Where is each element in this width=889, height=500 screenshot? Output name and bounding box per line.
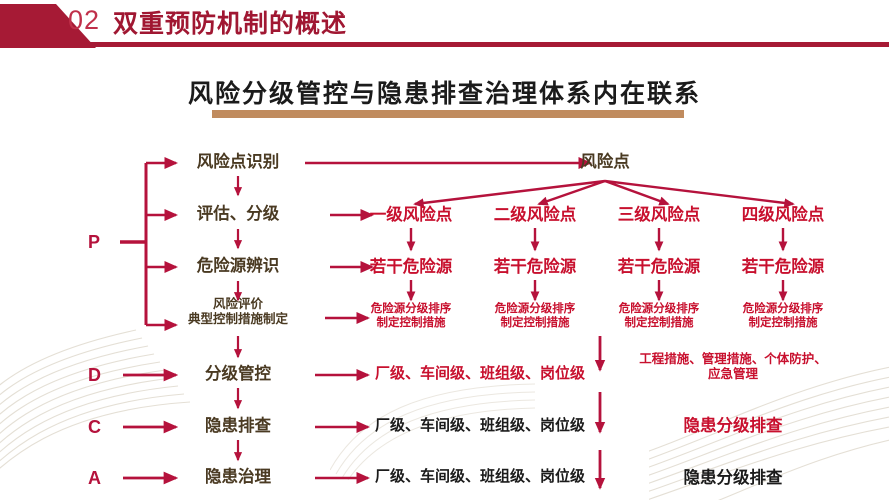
level-3-measures-line2: 制定控制措施	[624, 314, 694, 329]
plan-node-risk-evaluation-line1: 风险评价	[212, 296, 263, 311]
level-1-hazards: 若干危险源	[369, 257, 453, 276]
level-1-measures-line1: 危险源分级排序	[370, 301, 452, 315]
right-note-screening-red: 隐患分级排查	[683, 416, 783, 435]
level-3-risk-point: 三级风险点	[617, 205, 701, 224]
act-node-hazard-treatment: 隐患治理	[205, 467, 271, 486]
levels-row-2: 厂级、车间级、班组级、岗位级	[375, 416, 586, 434]
level-3-hazards: 若干危险源	[617, 257, 701, 276]
check-node-hazard-screening: 隐患排查	[205, 416, 271, 435]
header-accent-shape	[0, 4, 96, 48]
plan-node-risk-point-identification: 风险点识别	[196, 152, 280, 171]
title-underline-bar	[212, 110, 684, 118]
levels-row-3: 厂级、车间级、班组级、岗位级	[375, 467, 586, 485]
level-3-measures: 危险源分级排序 制定控制措施	[598, 301, 720, 329]
level-1-measures: 危险源分级排序 制定控制措施	[350, 301, 472, 329]
plan-node-assessment-grading: 评估、分级	[196, 204, 280, 223]
plan-node-risk-evaluation-line2: 典型控制措施制定	[187, 310, 288, 326]
right-note-measures: 工程措施、管理措施、个体防护、 应急管理	[618, 351, 848, 382]
header-rule	[53, 42, 889, 47]
level-1-risk-point: 一级风险点	[369, 205, 453, 224]
pdca-label-c: C	[88, 417, 101, 437]
level-4-measures: 危险源分级排序 制定控制措施	[722, 301, 844, 329]
level-2-measures: 危险源分级排序 制定控制措施	[474, 301, 596, 329]
level-4-measures-line2: 制定控制措施	[748, 314, 818, 329]
pdca-label-a: A	[88, 468, 101, 488]
plan-node-hazard-identification: 危险源辨识	[196, 256, 280, 275]
header-section-title: 双重预防机制的概述	[113, 9, 348, 38]
plan-node-risk-evaluation: 风险评价 典型控制措施制定	[173, 296, 303, 327]
level-1-measures-line2: 制定控制措施	[376, 314, 446, 329]
level-4-measures-line1: 危险源分级排序	[742, 301, 824, 315]
pdca-label-p: P	[88, 232, 101, 252]
levels-row-1: 厂级、车间级、班组级、岗位级	[375, 364, 586, 382]
level-3-measures-line1: 危险源分级排序	[618, 301, 700, 315]
pdca-label-d: D	[88, 365, 101, 385]
level-2-hazards: 若干危险源	[493, 257, 577, 276]
right-note-measures-line1: 工程措施、管理措施、个体防护、	[639, 351, 827, 366]
level-2-measures-line2: 制定控制措施	[500, 314, 570, 329]
level-4-risk-point: 四级风险点	[741, 205, 825, 224]
hub-node-risk-point: 风险点	[580, 152, 630, 171]
level-4-hazards: 若干危险源	[741, 257, 825, 276]
header-section-number: 02	[68, 5, 101, 35]
right-note-screening-dark: 隐患分级排查	[683, 468, 783, 487]
level-2-measures-line1: 危险源分级排序	[494, 301, 576, 315]
page-title: 风险分级管控与隐患排查治理体系内在联系	[187, 79, 701, 108]
do-node-graded-control: 分级管控	[205, 364, 271, 383]
level-2-risk-point: 二级风险点	[493, 205, 577, 224]
slide-header: 02 双重预防机制的概述	[0, 0, 889, 48]
right-note-measures-line2: 应急管理	[707, 365, 758, 381]
